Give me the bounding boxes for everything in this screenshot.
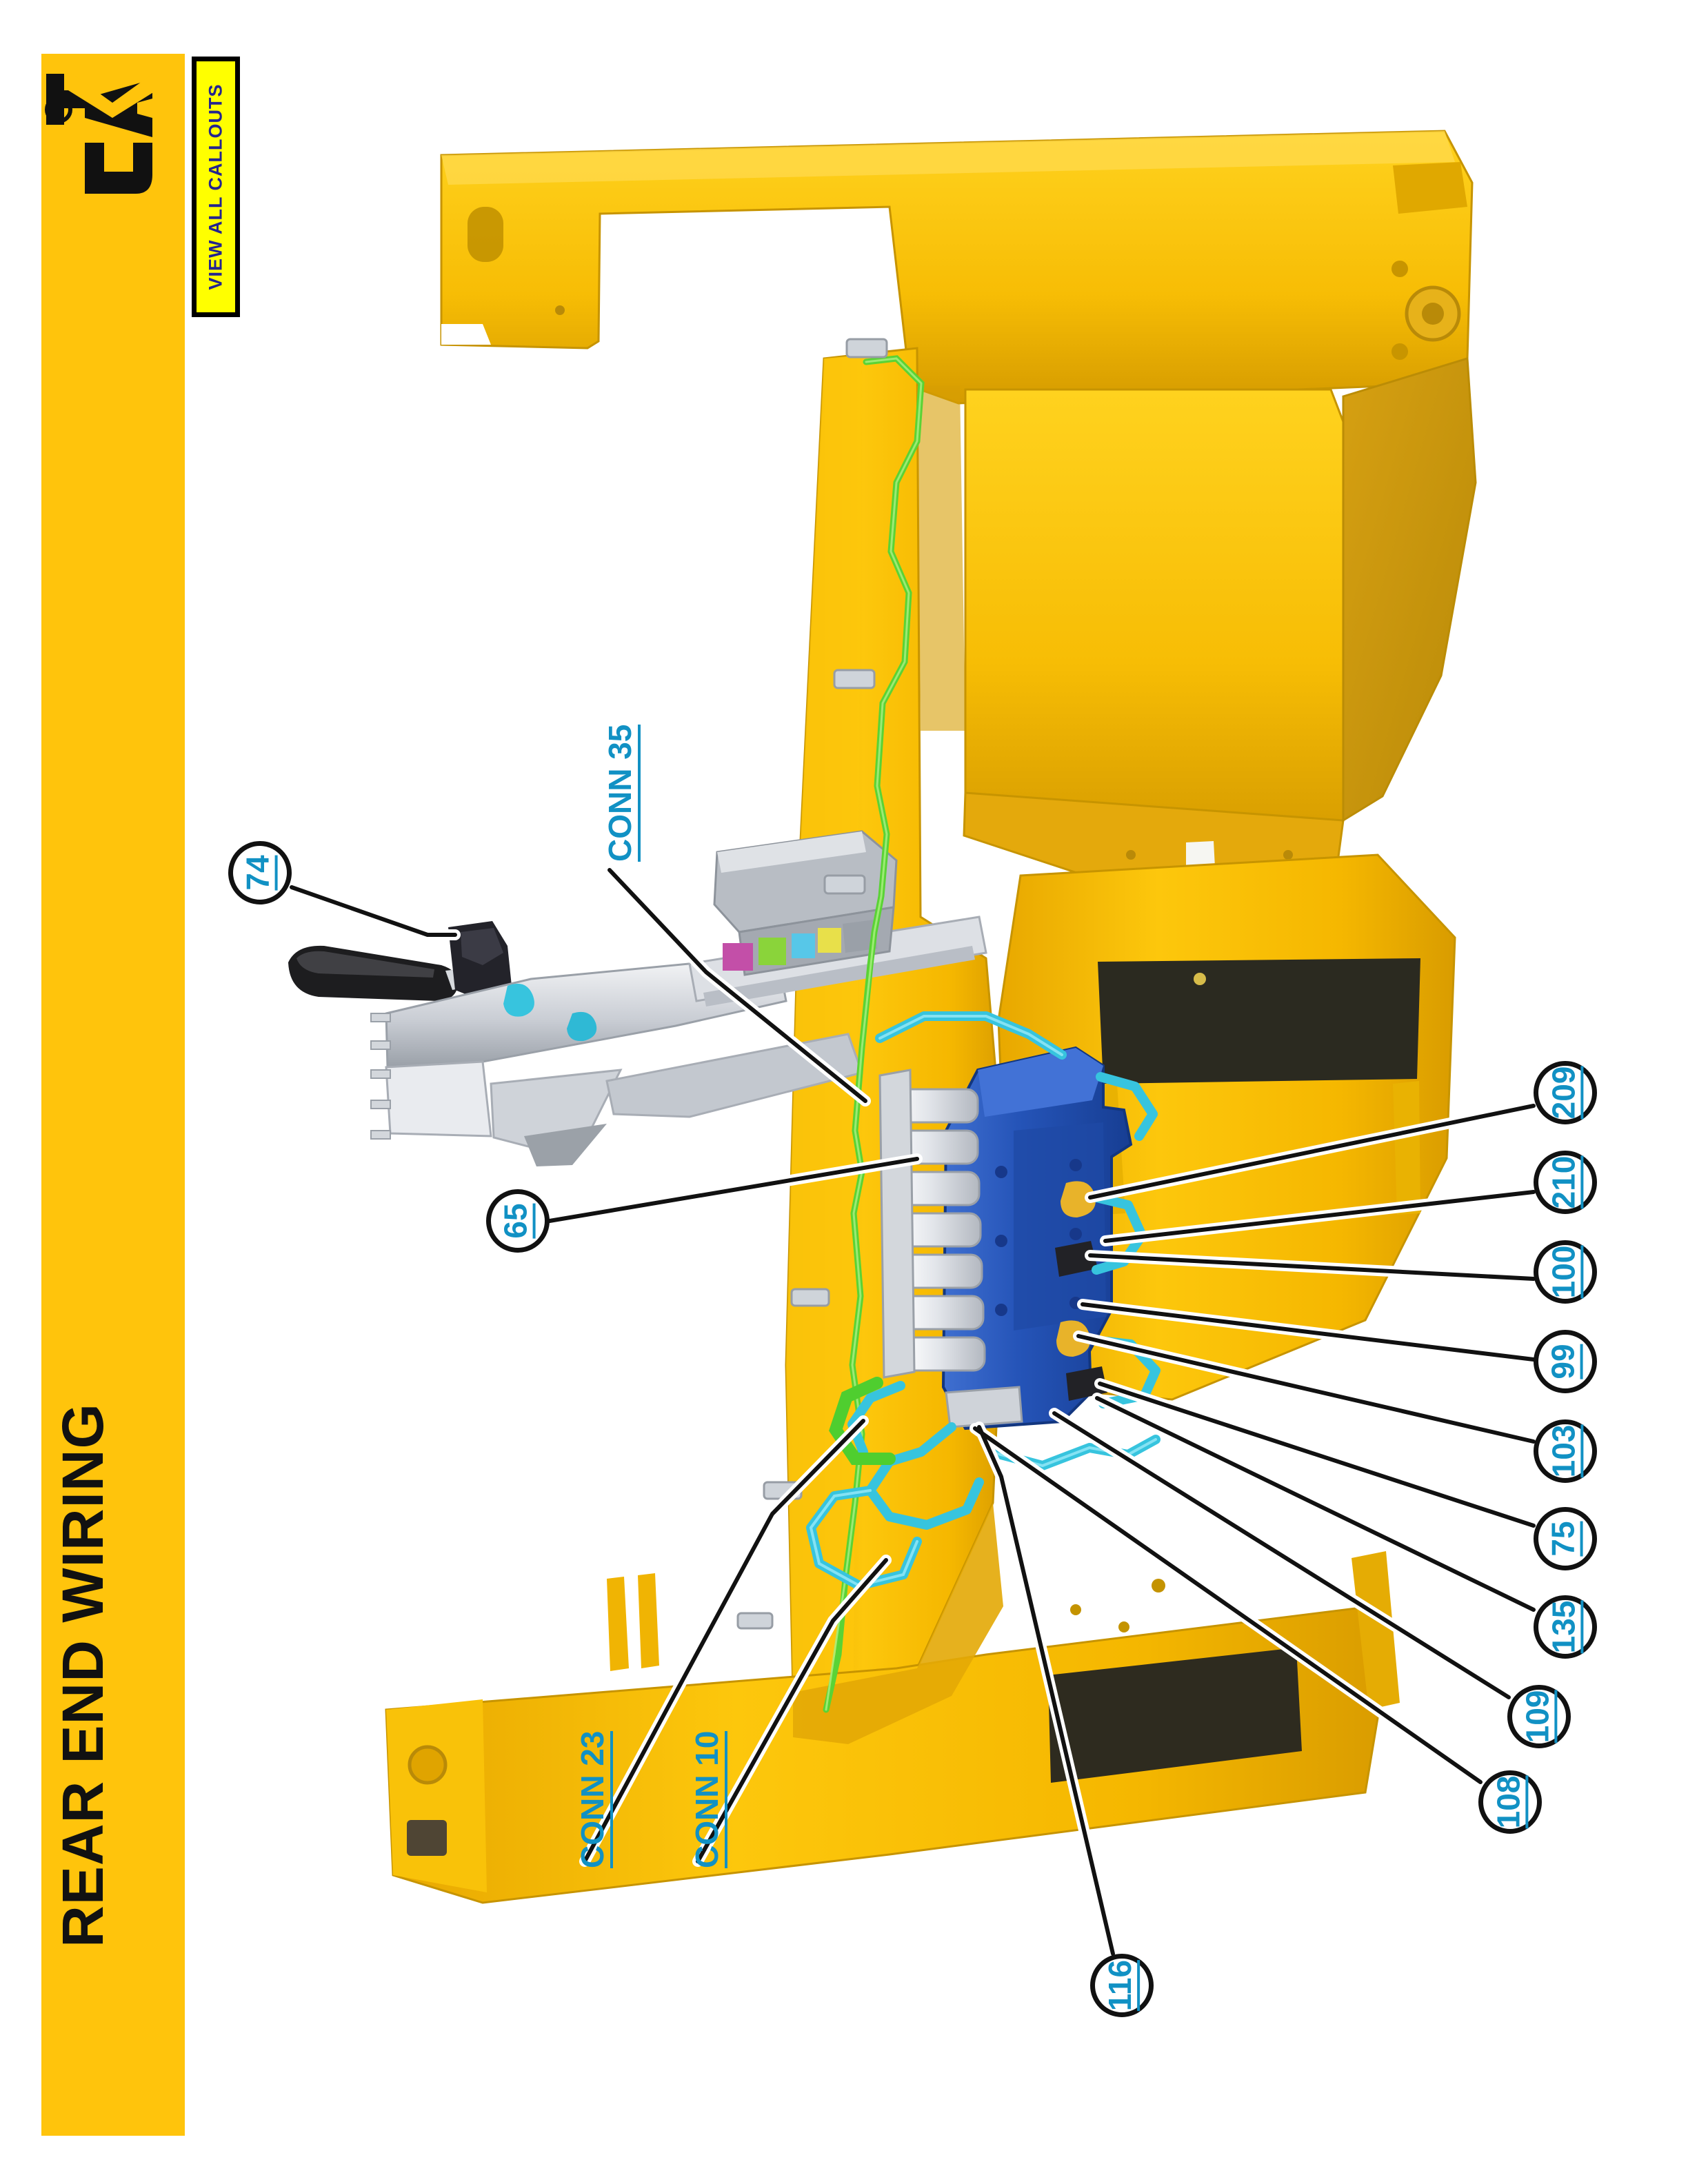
hydraulic-valve-bank [878, 1046, 1133, 1430]
callout-label: 209 [1545, 1066, 1583, 1120]
page-title: REAR END WIRING [50, 1403, 115, 1948]
cat-logo-svg: R [45, 71, 157, 194]
callout-bubble-116[interactable]: 116 [1090, 1954, 1154, 2017]
view-all-callouts-button[interactable]: VIEW ALL CALLOUTS [192, 57, 240, 317]
callout-bubble-103[interactable]: 103 [1534, 1419, 1597, 1483]
joystick-control-assembly [288, 916, 987, 1166]
callout-bubble-210[interactable]: 210 [1534, 1151, 1597, 1214]
callout-label: 210 [1545, 1155, 1583, 1209]
leader-lines [286, 865, 1539, 1959]
callout-label: 99 [1545, 1344, 1583, 1379]
view-all-callouts-label: VIEW ALL CALLOUTS [205, 83, 226, 290]
callout-label: CONN 23 [574, 1730, 613, 1868]
callout-label: 100 [1545, 1245, 1583, 1299]
callout-bubble-75[interactable]: 75 [1534, 1507, 1597, 1570]
callout-bubble-135[interactable]: 135 [1534, 1595, 1597, 1659]
callout-bubble-99[interactable]: 99 [1534, 1330, 1597, 1393]
callout-bubble-209[interactable]: 209 [1534, 1061, 1597, 1124]
callout-label: 65 [498, 1203, 536, 1239]
callout-label: 75 [1545, 1521, 1583, 1557]
callout-label: 116 [1102, 1959, 1140, 2012]
callout-bubble-65[interactable]: 65 [486, 1189, 550, 1253]
callout-label: CONN 10 [689, 1730, 727, 1868]
harness-clips [736, 338, 888, 1630]
callout-bubble-108[interactable]: 108 [1478, 1770, 1542, 1834]
callout-label: 109 [1519, 1690, 1557, 1743]
callout-label: 108 [1490, 1775, 1528, 1829]
callout-bubble-100[interactable]: 100 [1534, 1240, 1597, 1304]
callout-bubble-109[interactable]: 109 [1507, 1685, 1571, 1748]
callout-text-conn35[interactable]: CONN 35 [602, 724, 741, 898]
callout-label: 135 [1545, 1600, 1583, 1654]
callout-label: 74 [240, 855, 278, 891]
callout-text-conn10[interactable]: CONN 10 [689, 1730, 828, 1905]
yellow-sidebar-banner [41, 54, 185, 2136]
callout-label: CONN 35 [602, 724, 641, 862]
callout-bubble-74[interactable]: 74 [228, 841, 292, 904]
control-module-box [713, 830, 898, 976]
cat-logo: R [41, 62, 185, 207]
green-jumper-hose [829, 1377, 896, 1465]
callout-label: 103 [1545, 1424, 1583, 1478]
